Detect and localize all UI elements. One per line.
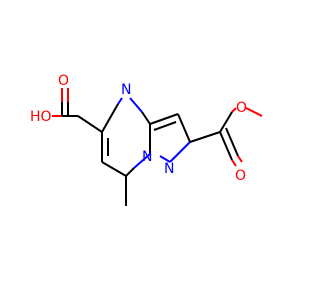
bond-ring-n4-left bbox=[117, 97, 123, 105]
bond-pyrazole-n1-n8 bbox=[159, 155, 171, 163]
bond-pyrazole-c3-c2 bbox=[177, 113, 191, 143]
bond-ester-ether-o bbox=[231, 107, 237, 113]
bond-ring-c5-n4 bbox=[101, 103, 119, 133]
atom-label-ester-ether-oxygen: O bbox=[236, 100, 247, 116]
bond-ester-c-o bbox=[219, 111, 233, 133]
bond-ring-n4-right bbox=[129, 97, 143, 113]
chemical-structure-diagram: HO O N O O N N bbox=[30, 73, 263, 206]
bond-ring-c6-c7 bbox=[101, 161, 127, 177]
atom-label-bridgehead-nitrogen: N bbox=[142, 149, 152, 165]
atom-label-ester-carbonyl-oxygen: O bbox=[235, 168, 246, 184]
bond-pyrazole-c3a-c3 bbox=[149, 113, 179, 125]
bond-pyrazole-c2-n1 bbox=[169, 141, 191, 163]
atom-label-hydroxyl: HO bbox=[30, 109, 52, 125]
bond-ester-c2-c bbox=[189, 131, 221, 143]
atom-label-ring-nitrogen-top: N bbox=[121, 82, 131, 98]
bond-pyrazole-c3a-c3-double bbox=[153, 121, 177, 131]
atom-label-acid-carbonyl-oxygen: O bbox=[58, 73, 69, 89]
bond-acid-to-ring bbox=[77, 115, 103, 133]
bond-ester-carbonyl-o-2 bbox=[237, 155, 243, 163]
bond-ester-carbonyl-1 bbox=[219, 131, 233, 161]
bond-ester-ome bbox=[245, 107, 263, 117]
bond-ring-c3a-n4 bbox=[141, 111, 151, 125]
bond-ester-carbonyl-2 bbox=[225, 127, 239, 157]
bond-ring-c7-left bbox=[125, 167, 135, 177]
bond-ring-n8-c7 bbox=[133, 153, 151, 169]
bond-ester-carbonyl-o-1 bbox=[231, 159, 237, 167]
atom-label-pyrazole-nitrogen: N bbox=[164, 161, 174, 177]
